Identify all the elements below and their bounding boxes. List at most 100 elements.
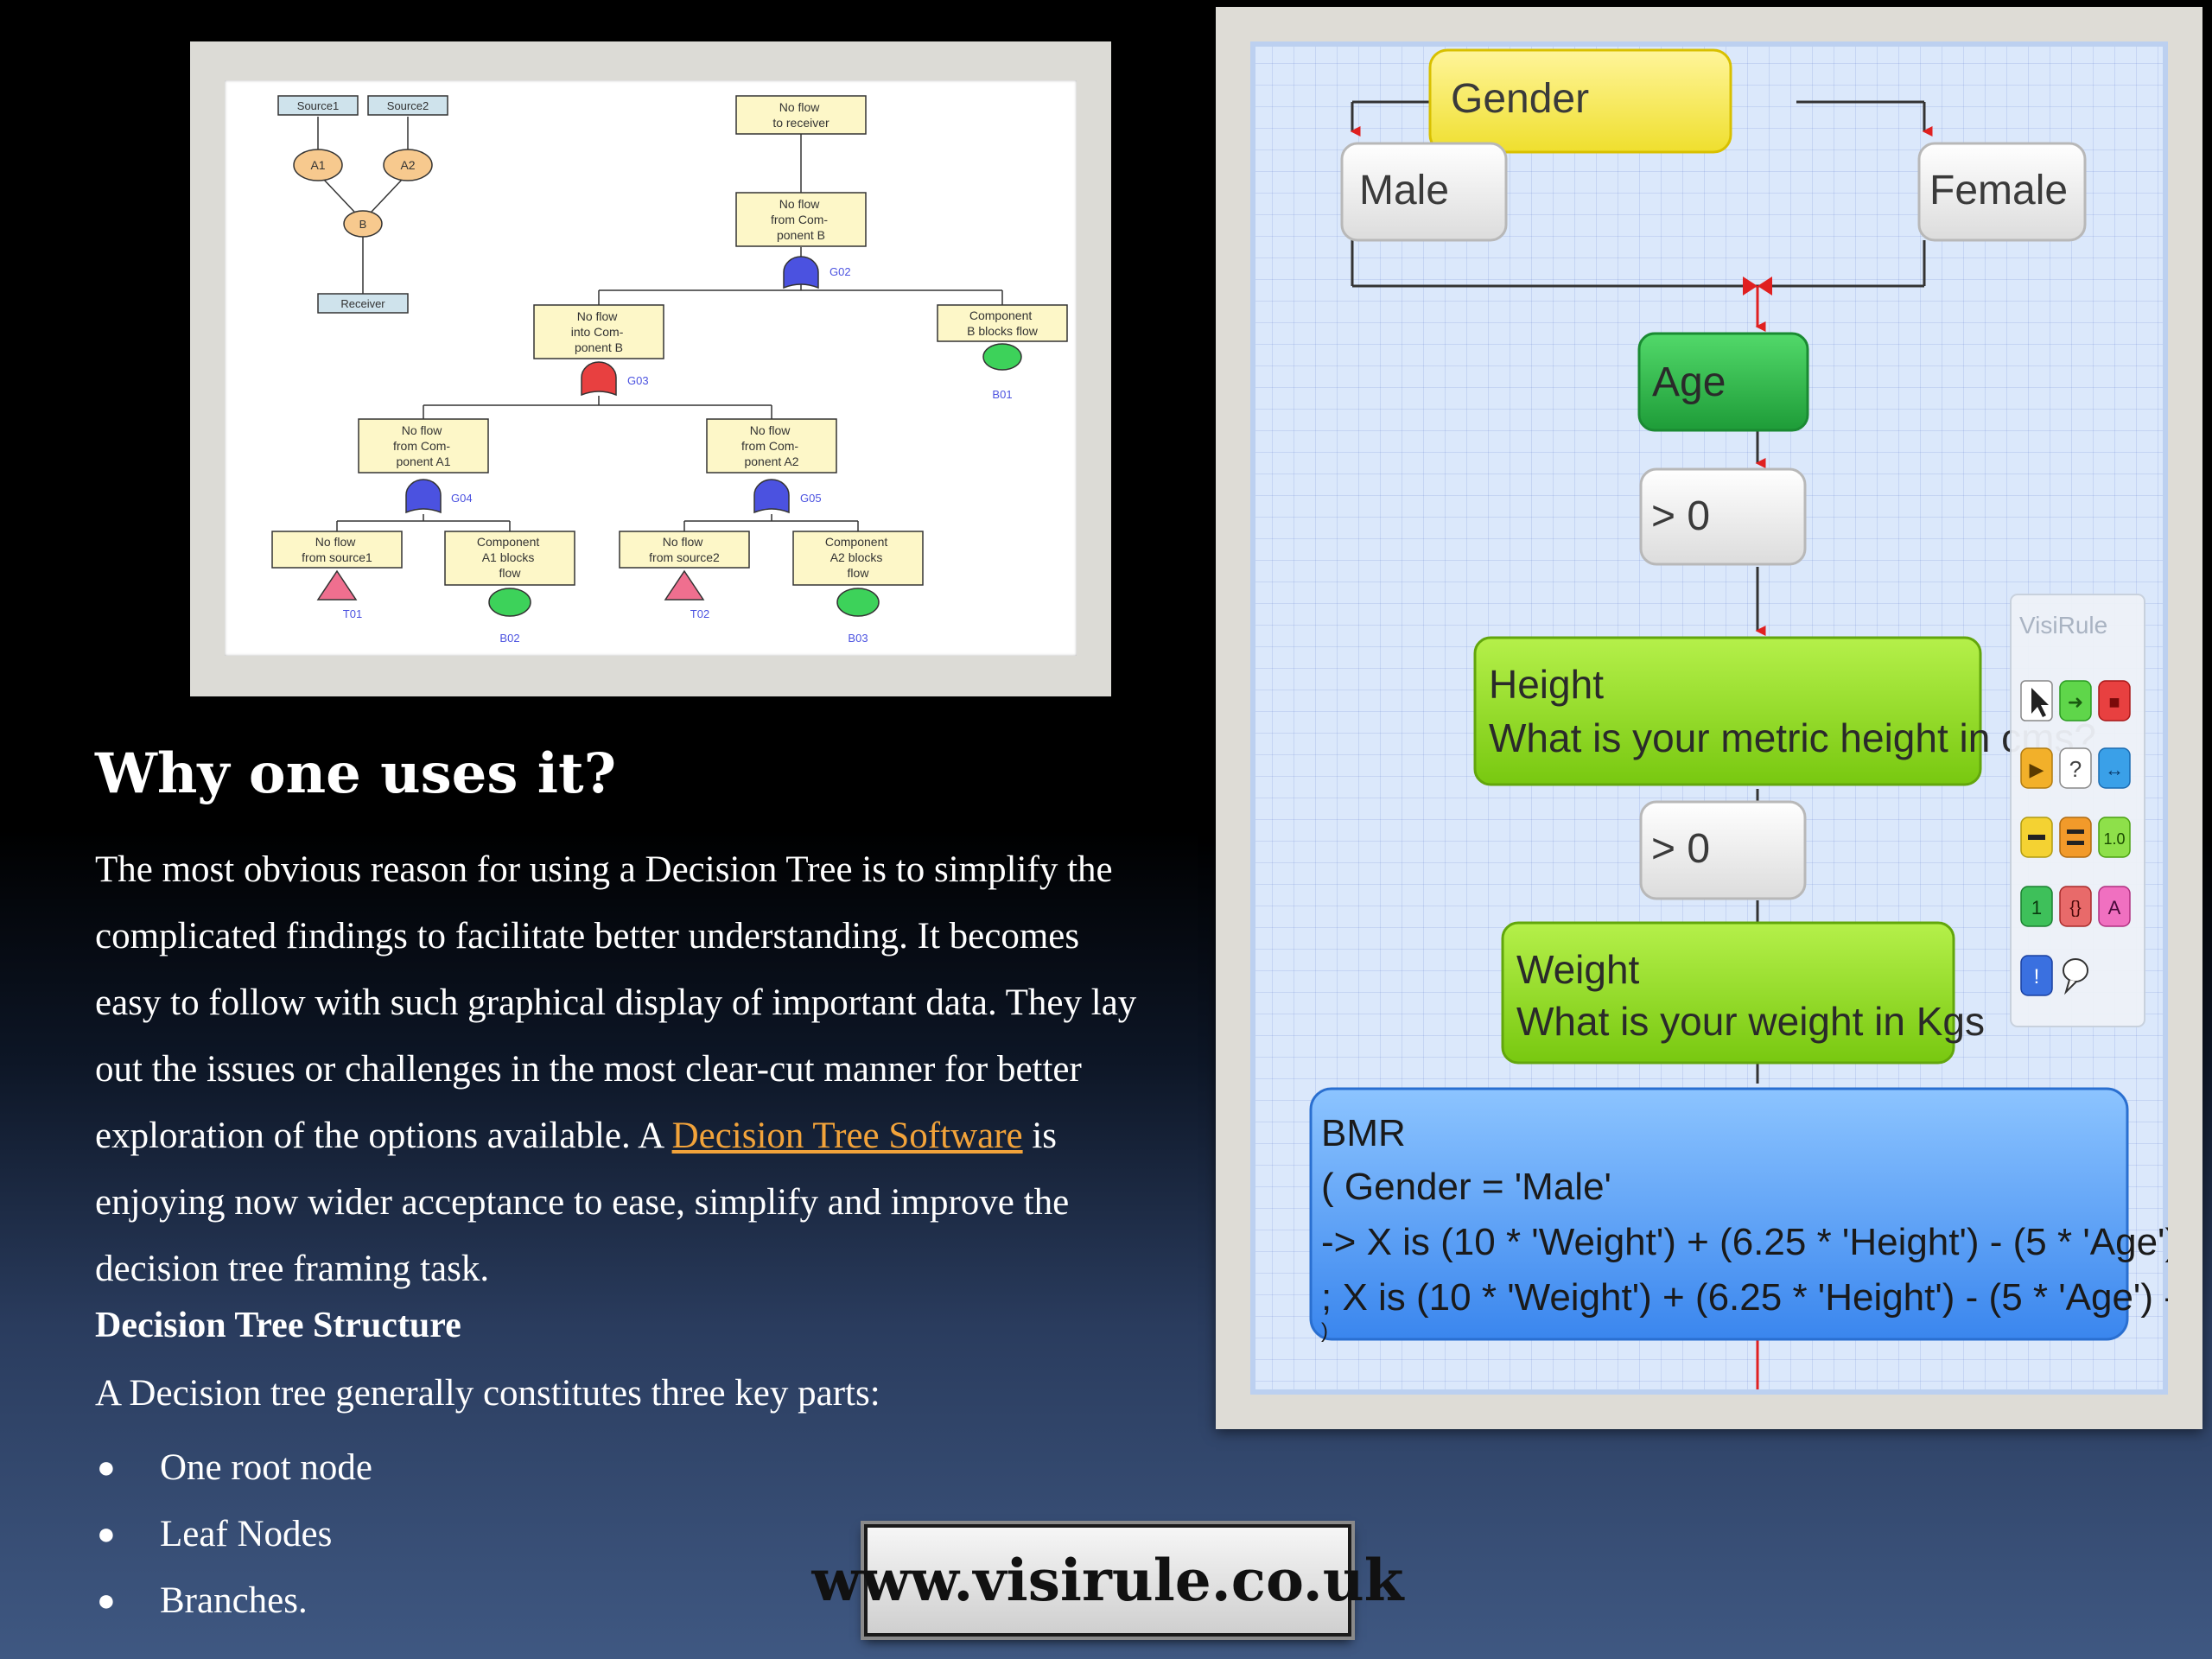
weight-node-title: Weight	[1516, 947, 1640, 992]
a2-node	[383, 149, 433, 181]
end-node-tool-icon[interactable]: ■	[2098, 680, 2131, 721]
svg-text:■: ■	[2108, 691, 2120, 713]
source2-box	[367, 95, 448, 116]
decision-tree-frame: Gender Male Female Age > 0 Height What i…	[1216, 7, 2212, 1429]
equals-tool-icon[interactable]	[2059, 817, 2092, 858]
svg-text:!: !	[2034, 965, 2040, 988]
svg-text:1: 1	[2031, 897, 2042, 918]
fault-tree-frame: Source1 Source2 A1 A2 B Receiver No flow…	[190, 41, 1111, 696]
receiver-label: Receiver	[340, 297, 385, 310]
g03-label: G03	[627, 374, 649, 387]
visirule-decision-tree: Gender Male Female Age > 0 Height What i…	[1309, 48, 2212, 1389]
transfer-t02	[664, 569, 705, 601]
list-item: ● Leaf Nodes	[95, 1501, 372, 1567]
female-node[interactable]	[1917, 142, 2087, 242]
male-node-label: Male	[1359, 168, 1449, 213]
text-tool-icon[interactable]: A	[2098, 886, 2131, 927]
svg-text:▶: ▶	[2030, 759, 2044, 780]
paragraph-text-after: is enjoying now wider acceptance to ease…	[95, 1116, 1070, 1289]
fault-tree-connectors	[317, 117, 1003, 531]
age-condition-node[interactable]	[1639, 467, 1807, 566]
pointer-tool-icon[interactable]	[2020, 680, 2053, 721]
gender-node-label: Gender	[1451, 76, 1589, 122]
question-tool-icon[interactable]: ▶	[2020, 747, 2053, 789]
website-banner[interactable]: www.visirule.co.uk	[812, 1524, 1404, 1637]
a2-label: A2	[400, 158, 415, 172]
number-tool-icon[interactable]: 1.0	[2098, 817, 2131, 858]
and-gate-g05	[753, 479, 790, 514]
comp-b-blocks-label: Component B blocks flow	[967, 308, 1039, 338]
g02-label: G02	[830, 265, 851, 278]
code-tool-icon[interactable]: {}	[2059, 886, 2092, 927]
and-gate-g04	[405, 479, 442, 514]
or-gate-g03	[581, 361, 617, 397]
no-flow-a1-box	[358, 418, 489, 474]
paragraph-text-before: The most obvious reason for using a Deci…	[95, 849, 1137, 1156]
visirule-canvas: Gender Male Female Age > 0 Height What i…	[1250, 41, 2212, 1395]
list-item-label: One root node	[160, 1447, 372, 1488]
help-tool-icon[interactable]: ?	[2059, 747, 2092, 789]
height-node-question: What is your metric height in cms?	[1489, 715, 2096, 760]
age-node[interactable]	[1637, 332, 1809, 432]
source1-box	[277, 95, 359, 116]
decision-tree-software-link[interactable]: Decision Tree Software	[671, 1116, 1023, 1156]
top-event-label: No flow to receiver	[772, 100, 830, 130]
basic-event-b02	[488, 588, 531, 617]
a1-blocks-label: Component A1 blocks flow	[477, 535, 543, 580]
list-item-label: Branches.	[160, 1580, 308, 1621]
comp-b-blocks-box	[937, 304, 1068, 342]
article-heading: Why one uses it?	[95, 741, 617, 806]
a2-blocks-label: Component A2 blocks flow	[825, 535, 891, 580]
no-flow-b-box	[735, 192, 867, 247]
no-flow-into-b-box	[533, 304, 664, 359]
comment-tool-icon[interactable]	[2063, 958, 2088, 995]
height-condition-node[interactable]	[1639, 800, 1807, 900]
and-gate-g02	[783, 256, 819, 289]
g05-label: G05	[800, 492, 822, 505]
b02-label: B02	[499, 632, 519, 645]
merge-bowtie-icon	[1743, 276, 1772, 296]
receiver-box	[317, 293, 409, 314]
list-item: ● Branches.	[95, 1567, 372, 1634]
height-node[interactable]	[1473, 636, 1982, 786]
svg-text:1.0: 1.0	[2103, 830, 2125, 848]
b-label: B	[359, 218, 367, 231]
top-event-box	[735, 95, 867, 135]
a1-label: A1	[310, 158, 325, 172]
g04-label: G04	[451, 492, 473, 505]
bmr-node-text: BMR ( Gender = 'Male' -> X is (10 * 'Wei…	[1321, 1112, 2168, 1343]
svg-text:?: ?	[2069, 756, 2082, 782]
gender-node[interactable]	[1428, 48, 1732, 154]
list-item: ● One root node	[95, 1434, 372, 1501]
visirule-palette: VisiRule ➜ ■ ▶	[2010, 594, 2145, 1027]
transfer-t01	[316, 569, 358, 601]
no-flow-a1-label: No flow from Com- ponent A1	[393, 423, 454, 468]
weight-node[interactable]	[1501, 921, 1955, 1065]
svg-text:{}: {}	[2069, 899, 2082, 918]
b-node	[343, 210, 383, 238]
fault-tree-diagram: Source1 Source2 A1 A2 B Receiver No flow…	[271, 95, 1068, 645]
key-parts-list: ● One root node ● Leaf Nodes ● Branches.	[95, 1434, 372, 1634]
link-tool-icon[interactable]: ↔	[2098, 747, 2131, 789]
no-flow-src2-box	[619, 531, 750, 569]
info-tool-icon[interactable]: !	[2020, 955, 2053, 996]
bullet-icon: ●	[97, 1450, 116, 1484]
bullet-icon: ●	[97, 1583, 116, 1618]
b03-label: B03	[848, 632, 868, 645]
no-flow-a2-label: No flow from Com- ponent A2	[741, 423, 802, 468]
svg-text:➜: ➜	[2068, 691, 2083, 713]
t02-label: T02	[690, 607, 709, 620]
bmr-node[interactable]	[1309, 1087, 2129, 1341]
no-flow-src2-label: No flow from source2	[649, 535, 720, 564]
weight-node-question: What is your weight in Kgs	[1516, 999, 1985, 1044]
decision-connectors	[1350, 100, 1933, 1389]
source2-label: Source2	[387, 99, 429, 112]
minus-tool-icon[interactable]	[2020, 817, 2053, 858]
start-node-tool-icon[interactable]: ➜	[2059, 680, 2092, 721]
list-item-label: Leaf Nodes	[160, 1514, 333, 1554]
a1-blocks-box	[444, 531, 575, 586]
a2-blocks-box	[792, 531, 924, 586]
bullet-icon: ●	[97, 1516, 116, 1551]
male-node[interactable]	[1340, 142, 1508, 242]
integer-tool-icon[interactable]: 1	[2020, 886, 2053, 927]
